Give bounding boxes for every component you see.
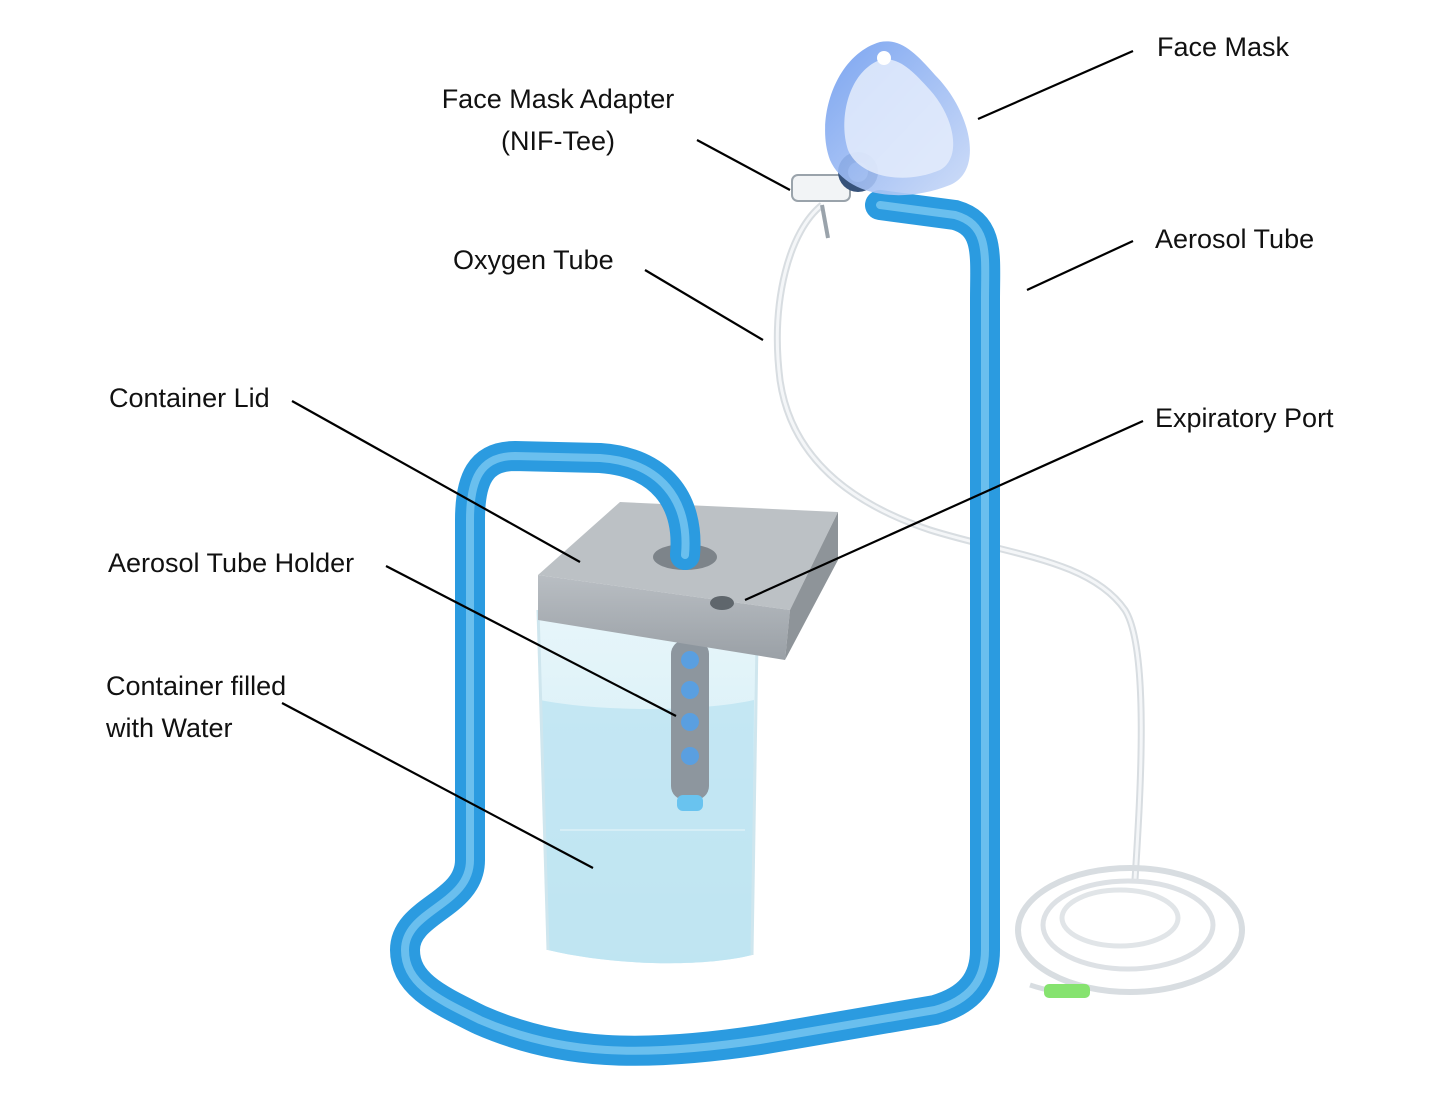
label-face-mask: Face Mask <box>1157 26 1289 68</box>
leader-aerosol-tube <box>1027 241 1133 290</box>
face-mask-shape <box>825 41 970 195</box>
label-face-mask-adapter-line1: Face Mask Adapter <box>420 78 696 120</box>
label-container-filled-line2: with Water <box>106 707 233 749</box>
leader-oxygen-tube <box>645 270 763 340</box>
expiratory-port-shape <box>710 596 734 610</box>
label-aerosol-tube-holder: Aerosol Tube Holder <box>108 542 354 584</box>
label-aerosol-tube: Aerosol Tube <box>1155 218 1314 260</box>
leader-container-lid <box>292 401 580 562</box>
label-container-lid: Container Lid <box>109 377 270 419</box>
water-container <box>538 610 757 963</box>
label-face-mask-adapter-line2: (NIF-Tee) <box>420 120 696 162</box>
leader-face-mask-adapter <box>697 140 790 190</box>
aerosol-tube-holder-shape <box>671 640 709 811</box>
label-oxygen-tube: Oxygen Tube <box>453 239 614 281</box>
label-expiratory-port: Expiratory Port <box>1155 397 1334 439</box>
oxygen-connector-tip <box>1044 984 1090 998</box>
label-container-filled-line1: Container filled <box>106 665 286 707</box>
leader-face-mask <box>978 51 1133 119</box>
oxygen-tube-shape <box>777 205 1242 998</box>
